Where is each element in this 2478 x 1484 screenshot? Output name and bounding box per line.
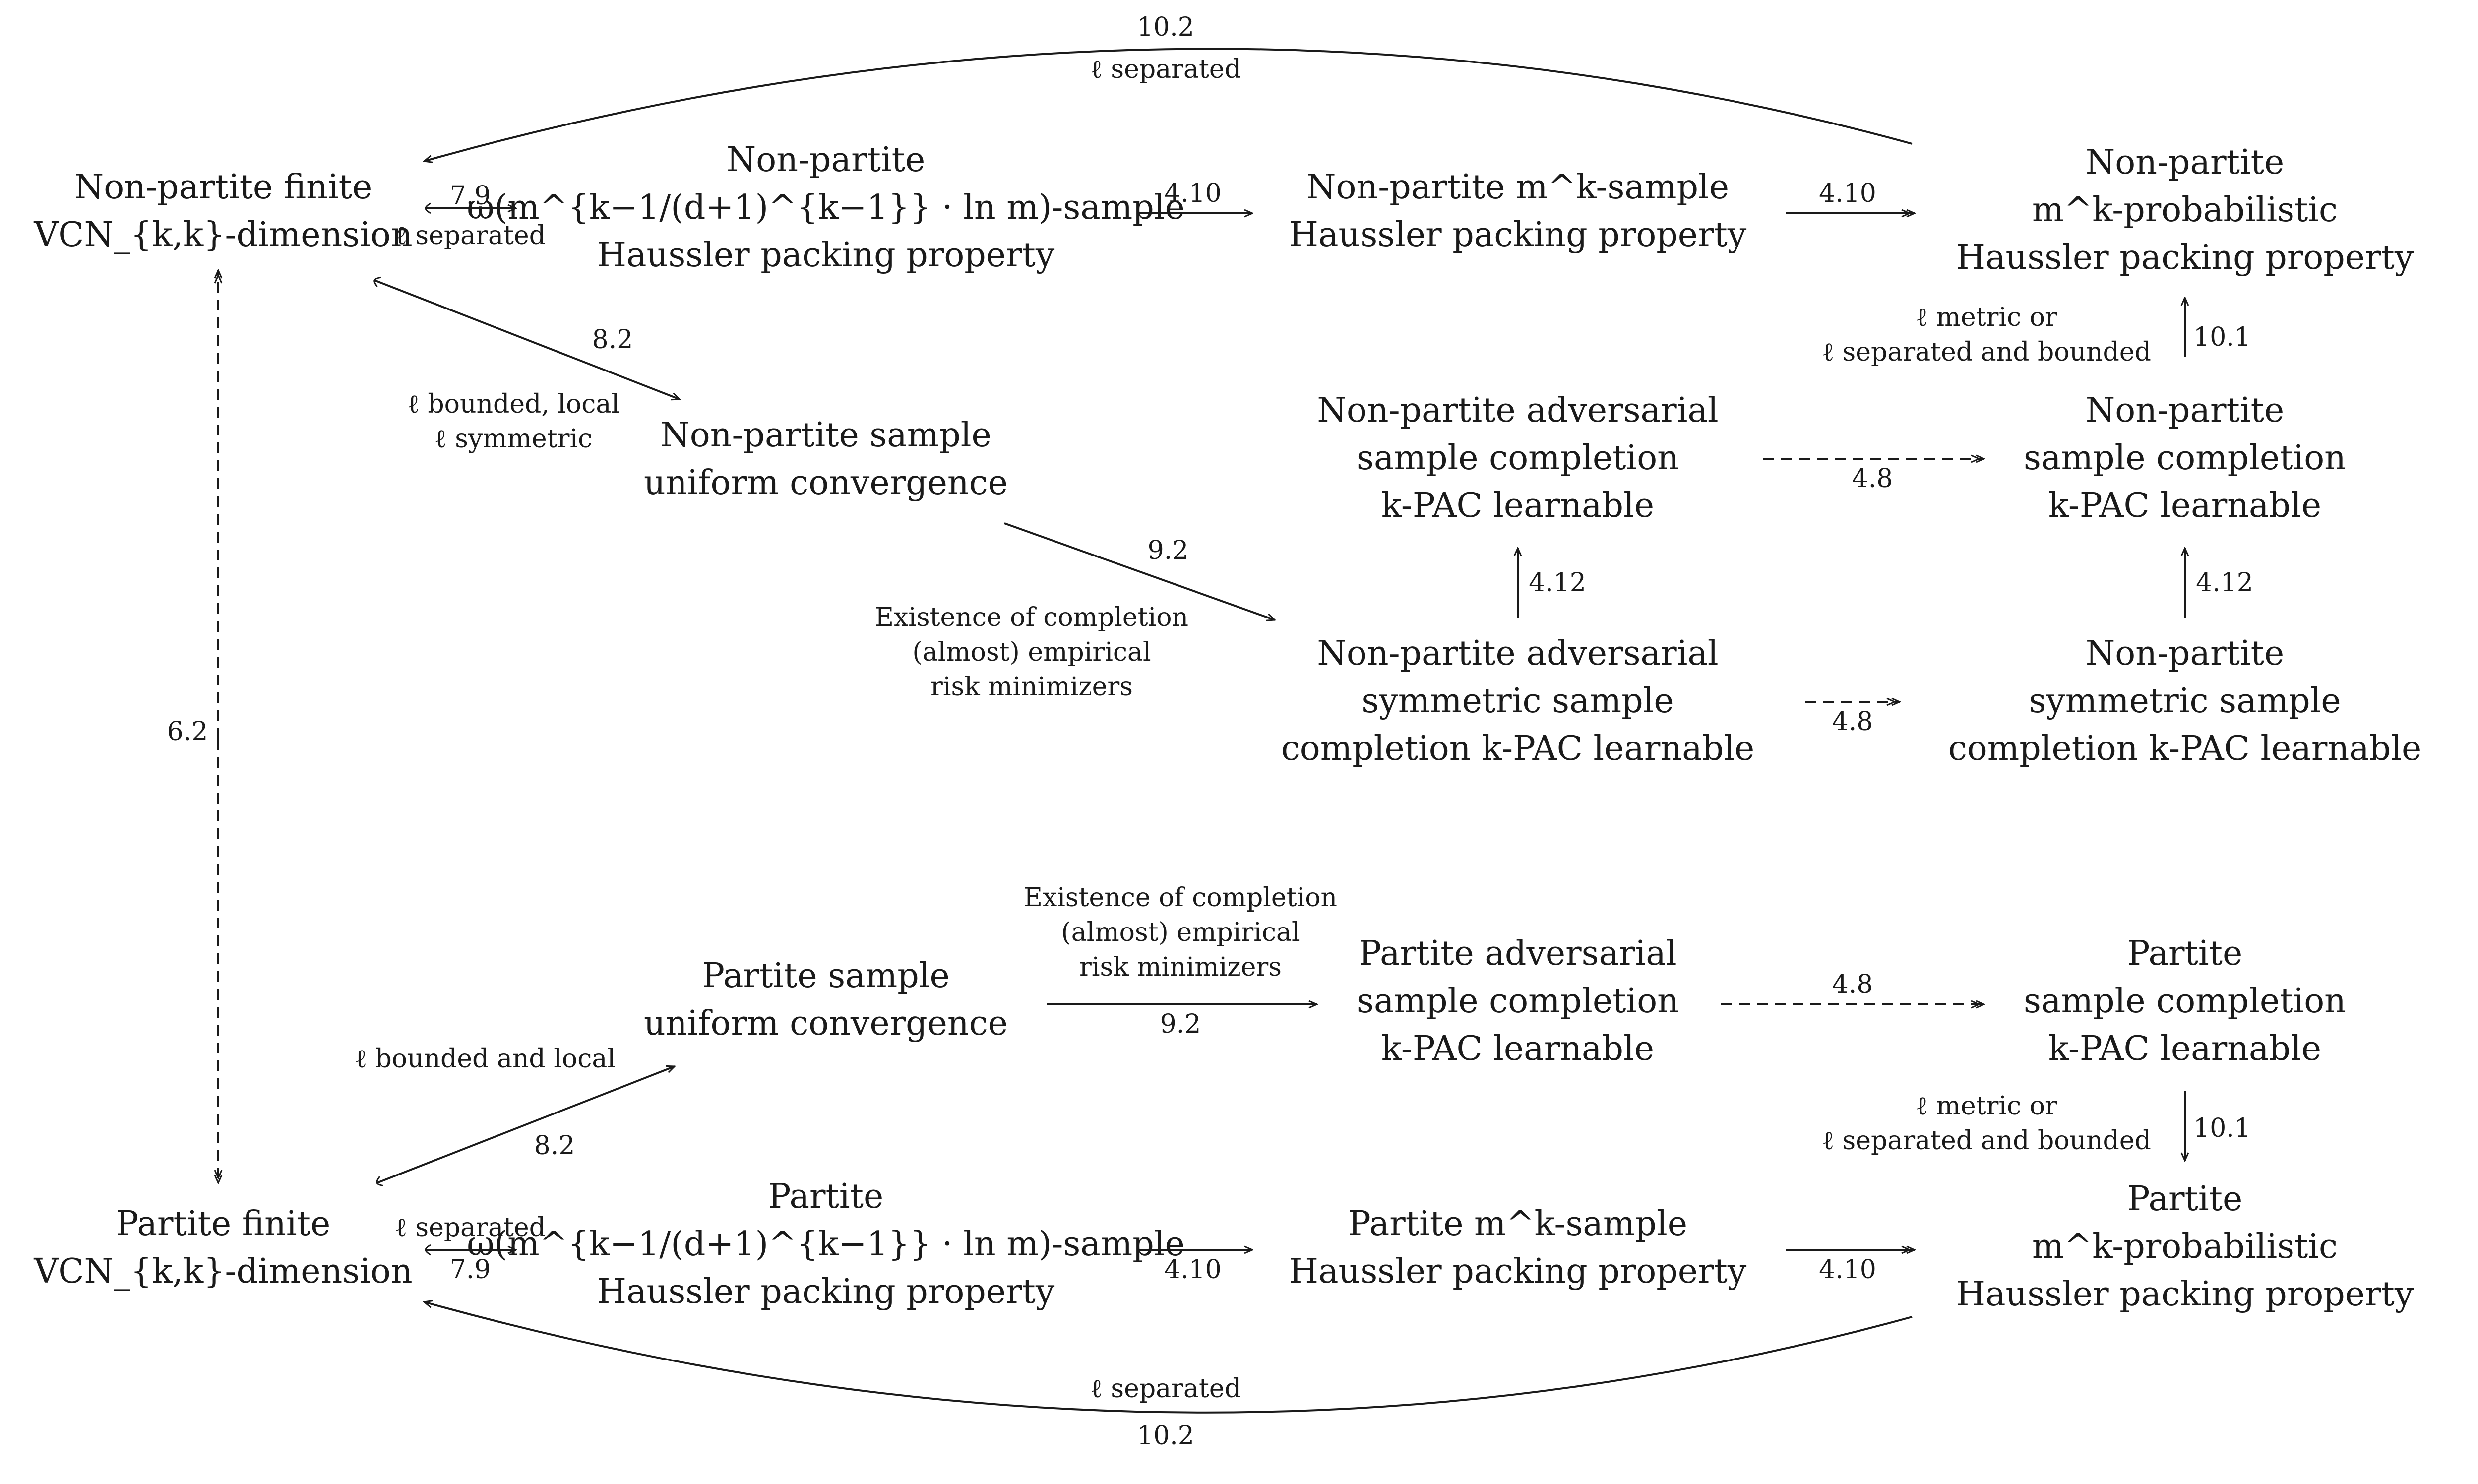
label-top-arc-cond: ℓ separated <box>1090 55 1241 84</box>
label-p-101-cond: ℓ metric or ℓ separated and bounded <box>1822 1091 2151 1156</box>
label-np-101-num: 10.1 <box>2193 322 2251 352</box>
label-p-101-num: 10.1 <box>2193 1113 2251 1143</box>
label-np-48a: 4.8 <box>1852 464 1893 494</box>
label-np-101-cond: ℓ metric or ℓ separated and bounded <box>1822 303 2151 367</box>
node-np-uc: Non-partite sample uniform convergence <box>644 416 1008 502</box>
node-p-vcn: Partite finite VCN_{k,k}-dimension <box>34 1204 413 1291</box>
label-bottom-arc-num: 10.2 <box>1137 1421 1194 1451</box>
node-p-adv: Partite adversarial sample completion k-… <box>1357 934 1679 1068</box>
label-bottom-arc-cond: ℓ separated <box>1090 1374 1241 1404</box>
label-np-48b: 4.8 <box>1832 707 1873 737</box>
label-p-79-num: 7.9 <box>449 1255 491 1285</box>
node-p-mk: Partite m^k-sample Haussler packing prop… <box>1289 1204 1747 1291</box>
label-np-79-cond: ℓ separated <box>394 221 546 250</box>
label-p-48: 4.8 <box>1832 970 1873 999</box>
label-p-410b: 4.10 <box>1819 1255 1876 1285</box>
arrow-9-2-np <box>1004 522 1275 620</box>
label-np-410a: 4.10 <box>1164 179 1222 208</box>
label-np-410b: 4.10 <box>1819 179 1876 208</box>
label-np-92-num: 9.2 <box>1147 536 1189 565</box>
arrow-8-2-np <box>374 280 680 399</box>
node-p-uc: Partite sample uniform convergence <box>644 956 1008 1043</box>
node-np-vcn: Non-partite finite VCN_{k,k}-dimension <box>34 168 413 254</box>
label-np-82-num: 8.2 <box>592 325 633 355</box>
label-p-82-num: 8.2 <box>534 1131 575 1161</box>
label-np-412a: 4.12 <box>1529 568 1586 598</box>
label-p-79-cond: ℓ separated <box>394 1213 546 1242</box>
node-np-adv: Non-partite adversarial sample completio… <box>1317 391 1719 525</box>
label-p-82-cond: ℓ bounded and local <box>355 1044 616 1074</box>
label-np-92-cond: Existence of completion (almost) empiric… <box>874 603 1189 702</box>
label-np-412b: 4.12 <box>2196 568 2253 598</box>
arrow-10-2-top <box>424 48 1913 161</box>
arrow-8-2-p <box>377 1066 675 1183</box>
node-np-sc: Non-partite sample completion k-PAC lear… <box>2024 391 2346 525</box>
label-np-79-num: 7.9 <box>449 181 491 211</box>
label-top-arc-num: 10.2 <box>1137 12 1194 42</box>
node-np-mk: Non-partite m^k-sample Haussler packing … <box>1289 168 1747 254</box>
label-np-82-cond: ℓ bounded, local ℓ symmetric <box>407 389 620 454</box>
node-np-adv-sym: Non-partite adversarial symmetric sample… <box>1281 634 1755 768</box>
node-np-sym: Non-partite symmetric sample completion … <box>1948 634 2422 768</box>
node-p-sc: Partite sample completion k-PAC learnabl… <box>2024 934 2346 1068</box>
node-p-omega: Partite ω(m^{k−1/(d+1)^{k−1}} · ln m)-sa… <box>467 1177 1185 1311</box>
label-p-410a: 4.10 <box>1164 1255 1222 1285</box>
node-np-prob: Non-partite m^k-probabilistic Haussler p… <box>1956 143 2414 277</box>
label-dash-62: 6.2 <box>167 717 208 746</box>
label-p-92-num: 9.2 <box>1160 1009 1201 1039</box>
label-p-92-cond: Existence of completion (almost) empiric… <box>1023 883 1338 982</box>
arrow-10-2-bottom <box>424 1302 1913 1414</box>
node-np-omega: Non-partite ω(m^{k−1/(d+1)^{k−1}} · ln m… <box>467 140 1185 275</box>
node-p-prob: Partite m^k-probabilistic Haussler packi… <box>1956 1179 2414 1314</box>
